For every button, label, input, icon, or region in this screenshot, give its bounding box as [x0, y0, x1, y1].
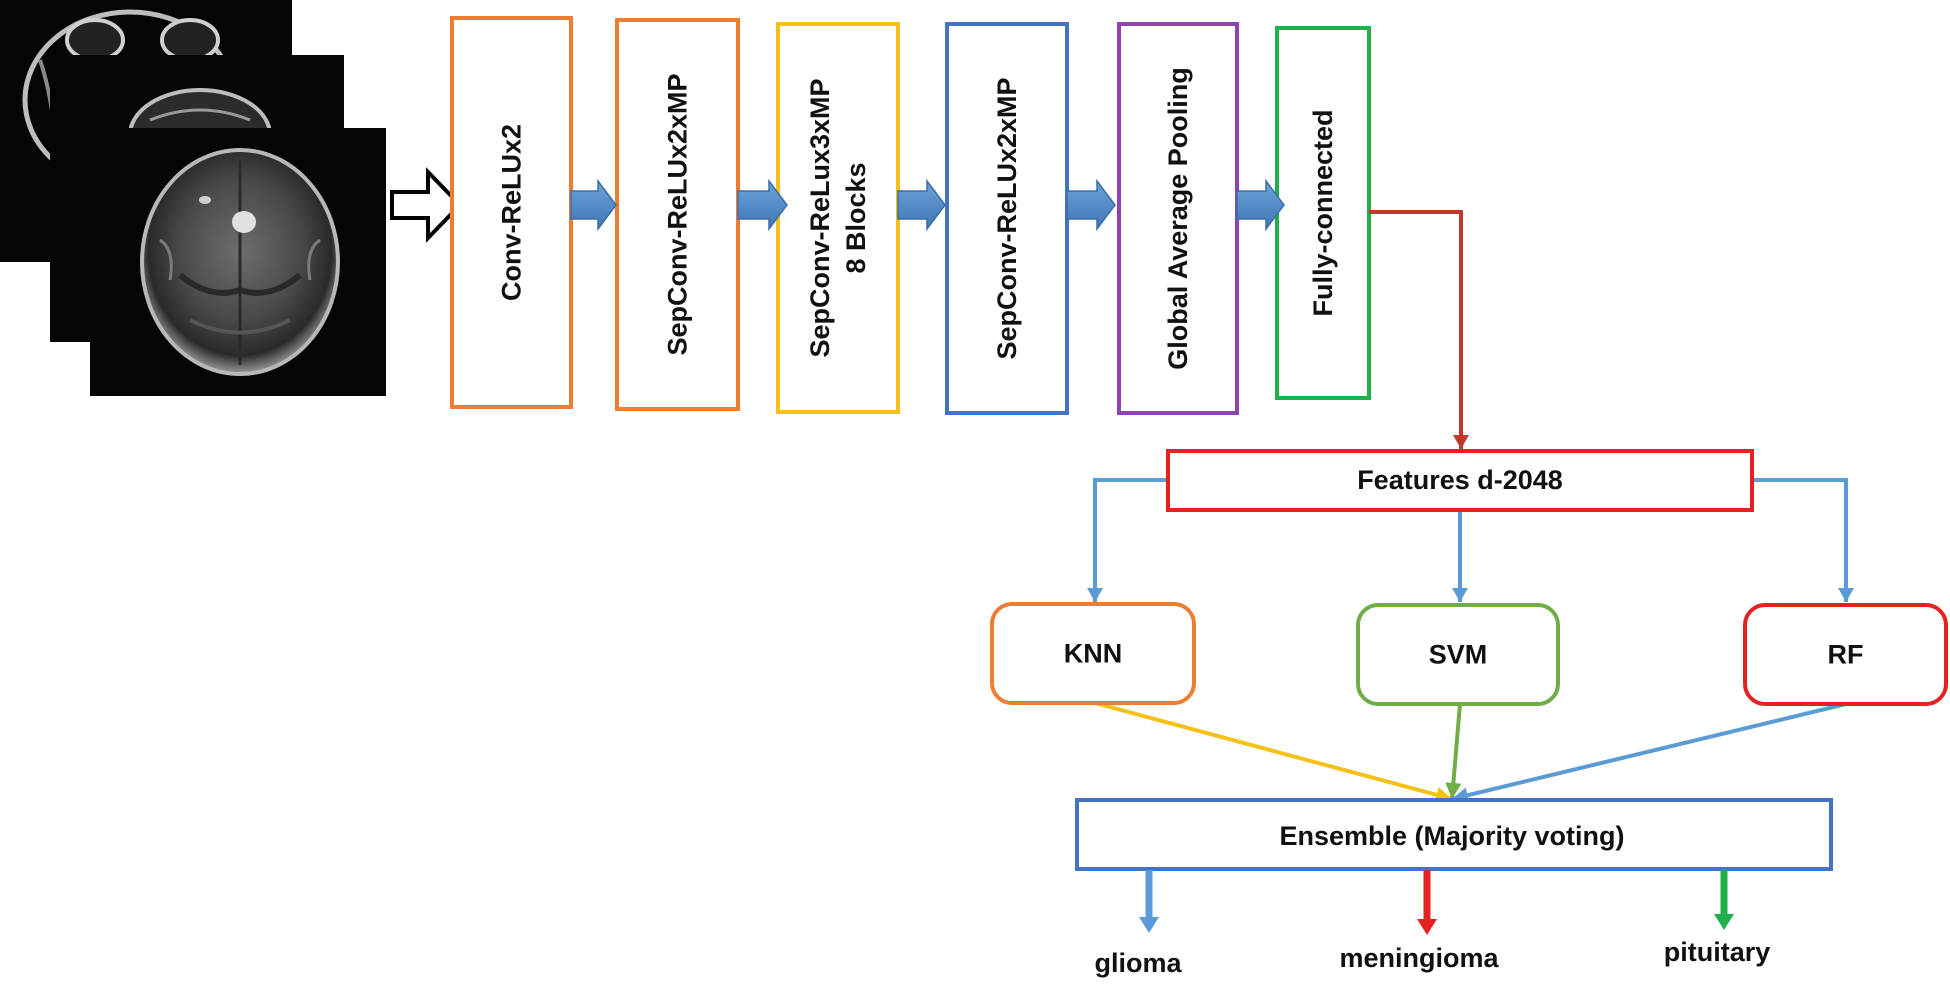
sepconv-blocks-box	[776, 22, 900, 414]
conv-relu-label: Conv-ReLUx2	[497, 124, 527, 301]
input-arrow-icon	[390, 167, 463, 243]
knn-box	[990, 602, 1196, 705]
sepconv-1-label: SepConv-ReLUx2xMP	[663, 73, 693, 355]
meningioma-arrow-head	[1417, 919, 1437, 935]
meningioma-label: meningioma	[1339, 943, 1499, 973]
classifiers: KNN SVM RF	[990, 602, 1948, 706]
fc-to-features-arrow-head	[1453, 435, 1469, 449]
glioma-label: glioma	[1094, 948, 1182, 978]
features-label: Features d-2048	[1357, 465, 1563, 495]
classifier-knn: KNN	[990, 602, 1196, 705]
sepconv-blocks-label: SepConv-ReLux3xMP	[805, 78, 835, 357]
output-meningioma: meningioma	[1339, 870, 1499, 973]
svm-to-ensemble-arrow-head	[1445, 782, 1462, 799]
sepconv-2-label: SepConv-ReLUx2xMP	[992, 77, 1022, 359]
output-pituitary: pituitary	[1664, 870, 1771, 967]
connectors	[1087, 210, 1854, 804]
pipeline-node-conv-relu: Conv-ReLUx2	[450, 16, 573, 409]
rf-to-ensemble-arrow	[1451, 702, 1847, 801]
rf-label: RF	[1828, 640, 1864, 670]
ensemble-box	[1075, 798, 1833, 871]
pipeline-node-gap: Global Average Pooling	[1117, 22, 1239, 415]
mri-input-stack	[0, 0, 386, 396]
ensemble-node: Ensemble (Majority voting)	[1075, 798, 1833, 871]
pipeline: Conv-ReLUx2 SepConv-ReLUx2xMP SepConv-ReLu…	[450, 16, 1371, 415]
stage-arrow-icon	[1066, 178, 1116, 232]
pituitary-label: pituitary	[1664, 937, 1771, 967]
knn-label: KNN	[1064, 639, 1123, 669]
gap-box	[1117, 22, 1239, 415]
pituitary-arrow-head	[1714, 914, 1734, 930]
ensemble-label: Ensemble (Majority voting)	[1279, 821, 1624, 851]
features-node: Features d-2048	[1166, 449, 1754, 512]
stage-arrow-icon	[570, 178, 617, 232]
sepconv-blocks-label: 8 Blocks	[841, 162, 871, 273]
glioma-arrow-head	[1139, 917, 1159, 933]
pipeline-node-fc: Fully-connected	[1275, 26, 1371, 400]
stage-arrow-icon	[897, 178, 946, 232]
classifier-svm: SVM	[1356, 603, 1560, 706]
sepconv-1-box	[615, 18, 740, 411]
gap-label: Global Average Pooling	[1163, 67, 1193, 370]
fc-to-features-arrow	[1369, 210, 1463, 449]
classifier-rf: RF	[1743, 603, 1948, 706]
features-box	[1166, 449, 1754, 512]
pipeline-node-sepconv-1: SepConv-ReLUx2xMP	[615, 18, 740, 411]
mri-slice-front	[90, 128, 386, 396]
svm-box	[1356, 603, 1560, 706]
conv-relu-box	[450, 16, 573, 409]
features-to-knn-arrow-head	[1087, 588, 1103, 602]
fc-label: Fully-connected	[1308, 109, 1338, 316]
pipeline-node-sepconv-2: SepConv-ReLUx2xMP	[945, 22, 1069, 415]
knn-to-ensemble-arrow	[1094, 701, 1453, 801]
sepconv-2-box	[945, 22, 1069, 415]
rf-box	[1743, 603, 1948, 706]
stage-arrow-icon	[737, 178, 788, 232]
svm-label: SVM	[1429, 640, 1488, 670]
stage-arrow-icon	[1236, 178, 1285, 232]
features-to-svm-arrow-head	[1452, 588, 1468, 602]
features-to-rf-arrow-head	[1838, 588, 1854, 602]
features-to-knn-arrow	[1093, 478, 1168, 602]
outputs: glioma meningioma pituitary	[1094, 870, 1770, 978]
output-glioma: glioma	[1094, 870, 1182, 978]
features-to-rf-arrow	[1752, 478, 1848, 602]
